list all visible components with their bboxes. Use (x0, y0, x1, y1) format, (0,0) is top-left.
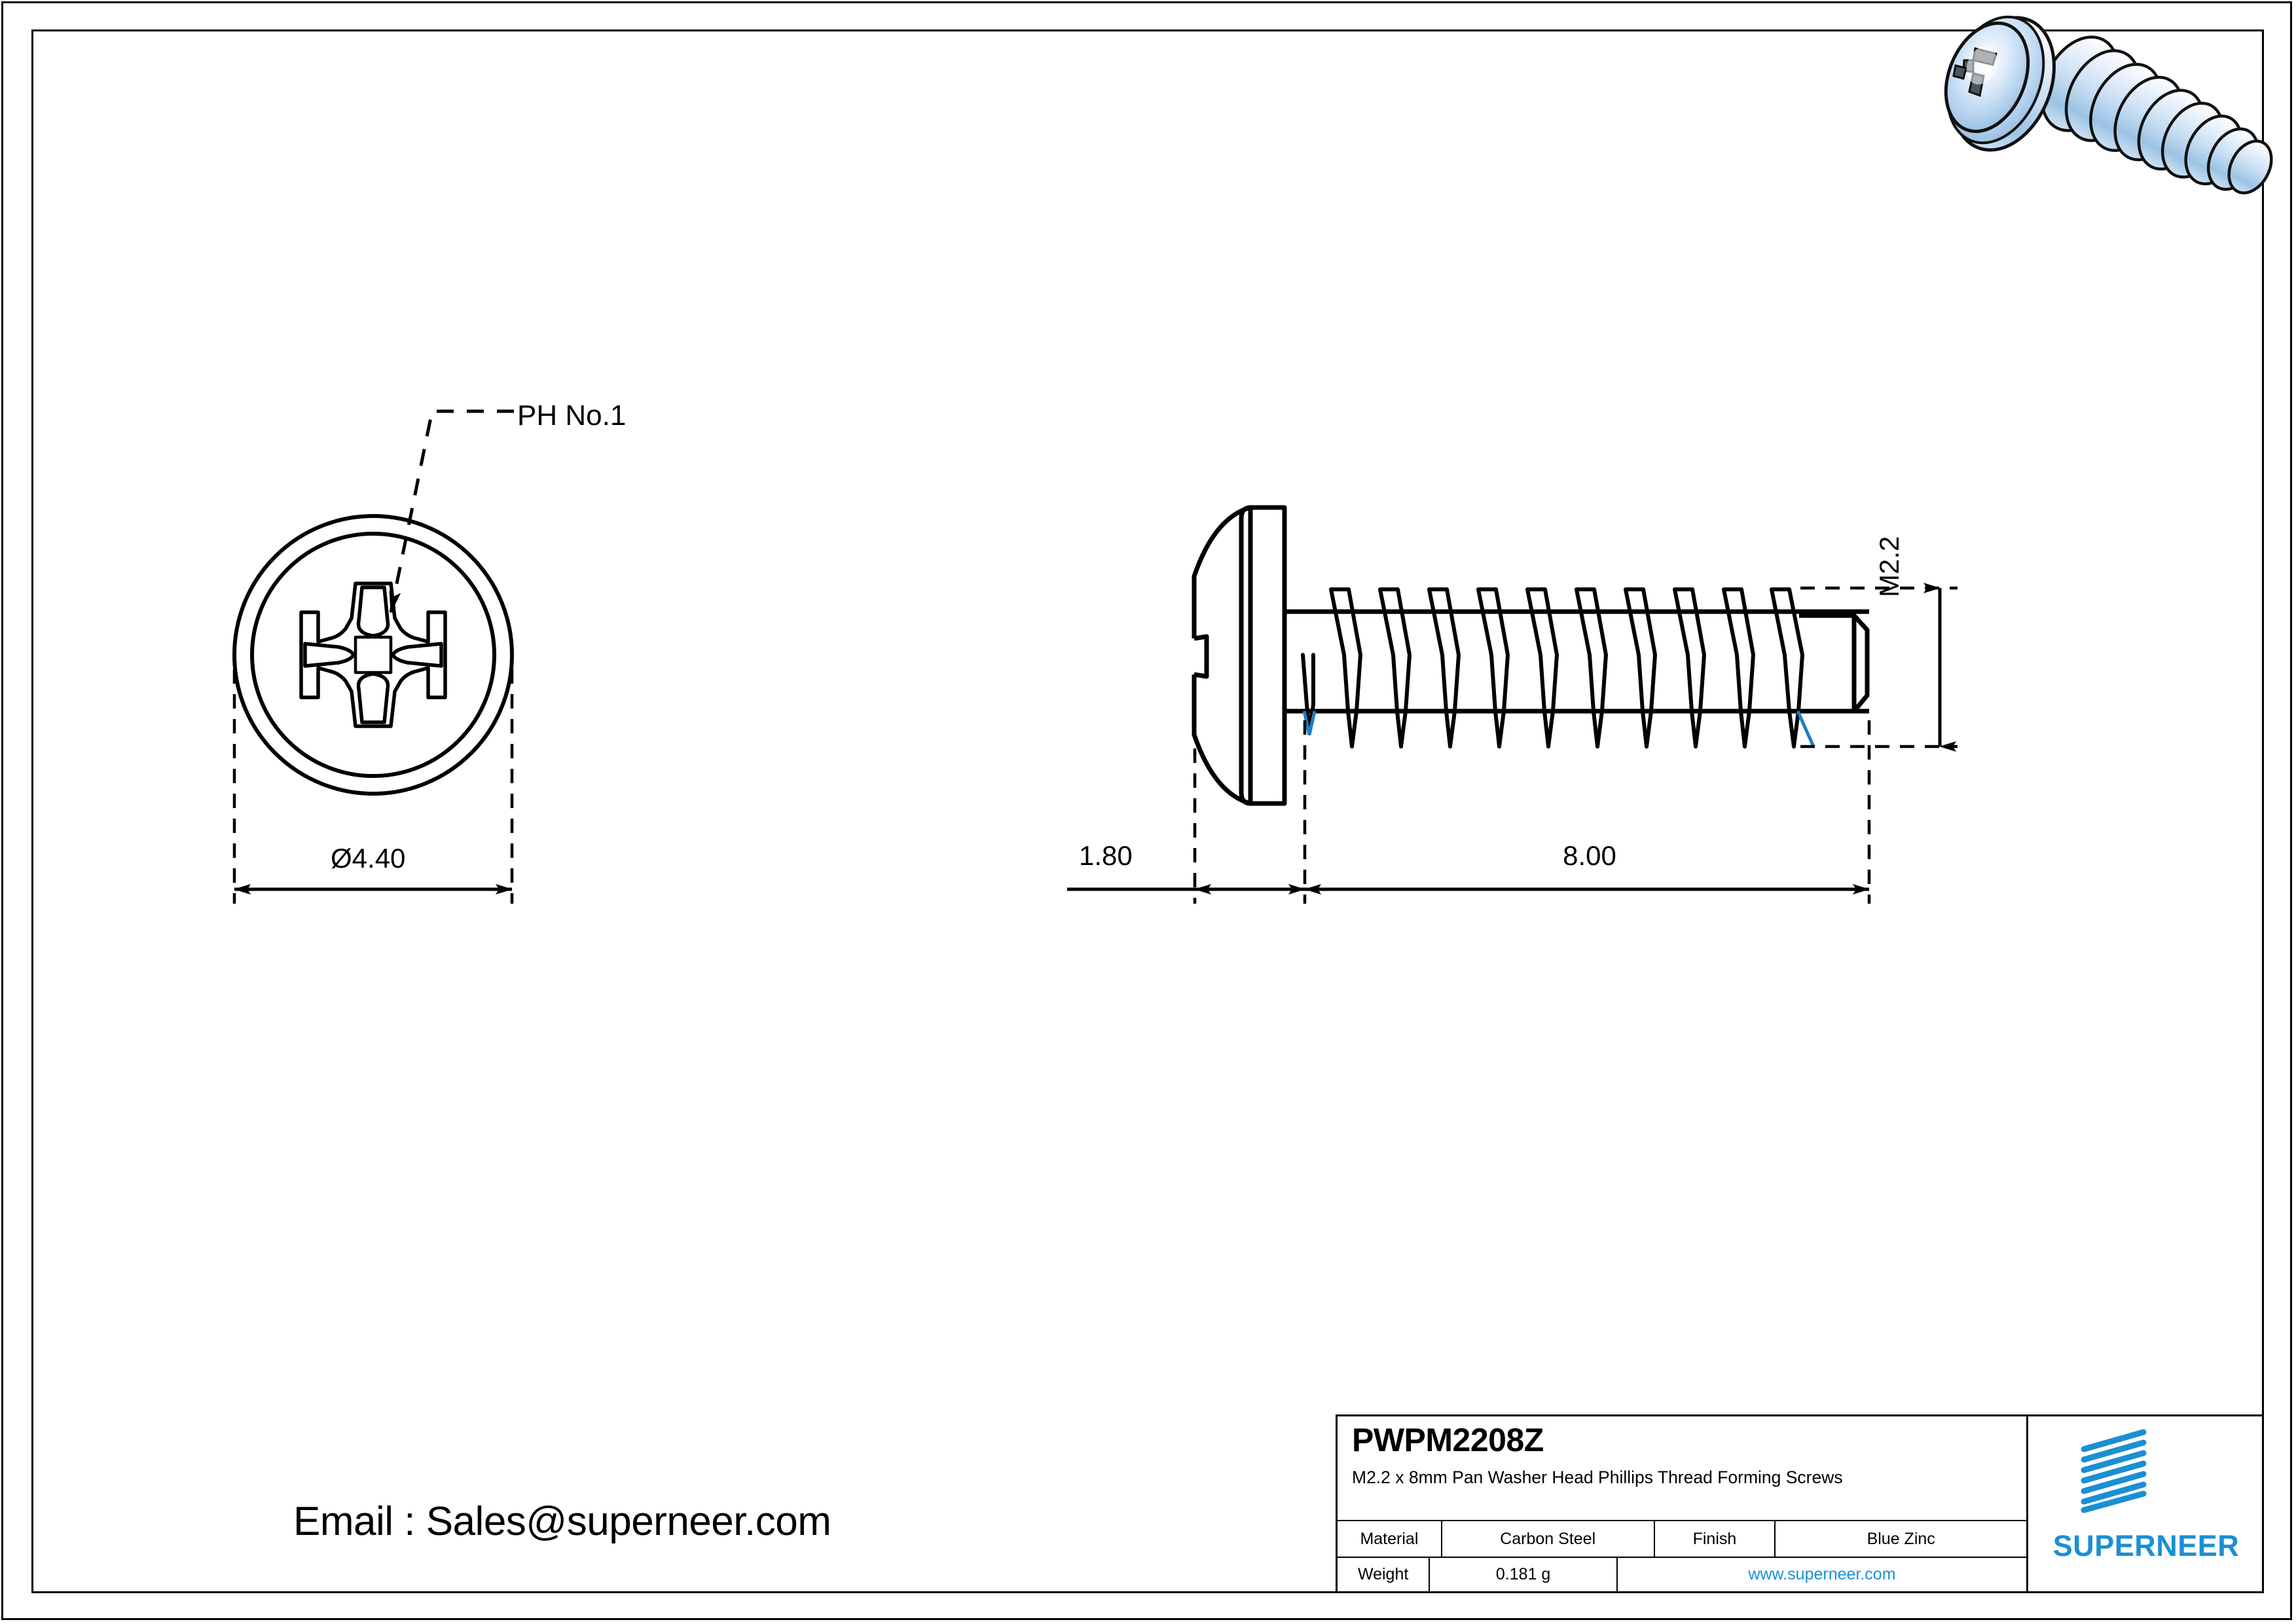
material-label: Material (1338, 1521, 1442, 1557)
drive-callout-label: PH No.1 (517, 399, 627, 432)
spec-row-material: Material Carbon Steel Finish Blue Zinc (1338, 1520, 2026, 1557)
material-value: Carbon Steel (1442, 1521, 1655, 1557)
title-block: PWPM2208Z M2.2 x 8mm Pan Washer Head Phi… (1336, 1414, 2264, 1593)
finish-value: Blue Zinc (1867, 1529, 1935, 1548)
diagonal-stripes-icon (2081, 1429, 2147, 1513)
weight-value: 0.181 g (1430, 1558, 1618, 1591)
part-number: PWPM2208Z (1352, 1422, 1544, 1458)
inner-drawing-frame (31, 29, 2264, 1593)
weight-label: Weight (1338, 1558, 1430, 1591)
spec-row-weight: Weight 0.181 g www.superneer.com (1338, 1557, 2026, 1591)
title-block-header: PWPM2208Z M2.2 x 8mm Pan Washer Head Phi… (1338, 1416, 2026, 1520)
title-block-left: PWPM2208Z M2.2 x 8mm Pan Washer Head Phi… (1338, 1416, 2028, 1591)
part-description: M2.2 x 8mm Pan Washer Head Phillips Thre… (1352, 1467, 1843, 1487)
head-diameter-label: Ø4.40 (331, 843, 406, 874)
brand-name: SUPERNEER (2052, 1529, 2240, 1562)
thread-length-label: 8.00 (1563, 840, 1616, 871)
contact-email: Email : Sales@superneer.com (293, 1499, 831, 1544)
website-link[interactable]: www.superneer.com (1748, 1565, 1896, 1584)
thread-size-label: M2.2 (1874, 536, 1904, 597)
head-height-label: 1.80 (1079, 840, 1133, 871)
finish-label: Finish (1655, 1521, 1776, 1557)
title-block-logo-area: SUPERNEER (2028, 1416, 2262, 1591)
